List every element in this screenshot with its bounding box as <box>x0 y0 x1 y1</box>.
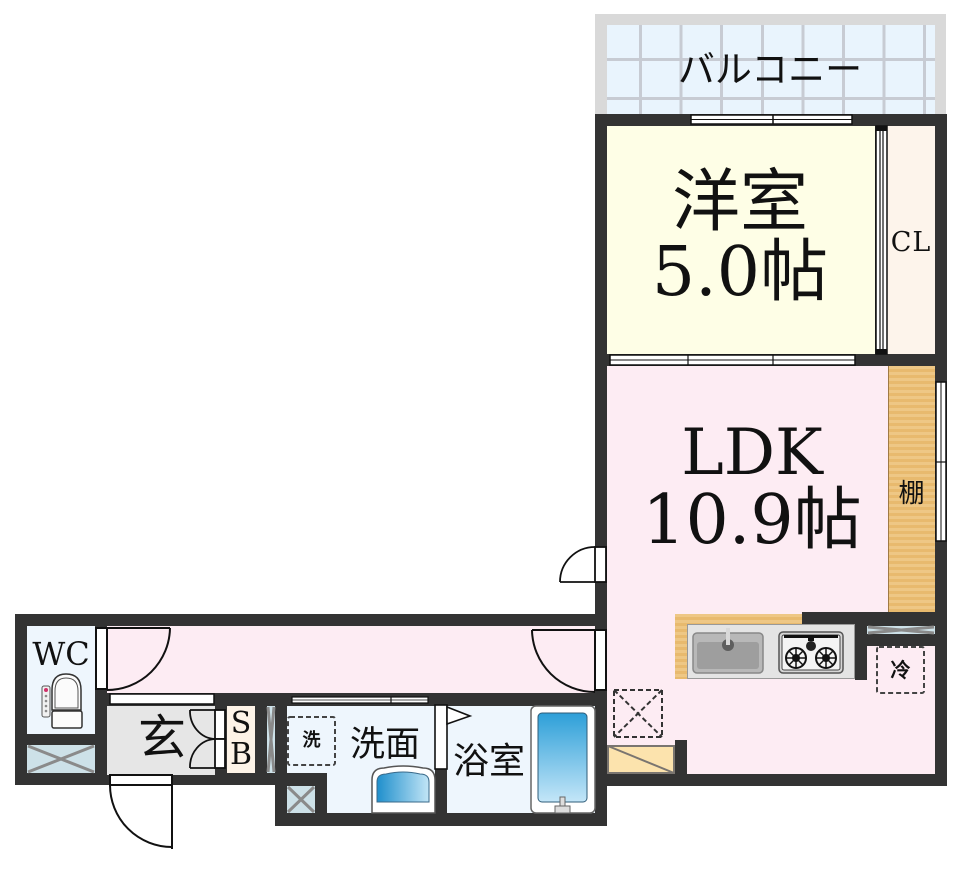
hallway-ldk-door <box>531 629 607 693</box>
balcony-label: バルコニー <box>677 48 863 91</box>
room-sliding-doors <box>609 354 856 366</box>
washer-space <box>287 716 336 766</box>
closet <box>887 126 935 354</box>
sink-icon <box>692 628 764 674</box>
washroom-upper <box>287 706 435 773</box>
wc-label: WC <box>32 635 90 673</box>
washer-label: 洗 <box>302 730 321 751</box>
wc-door <box>95 627 171 691</box>
shoe-box-doors <box>189 709 226 769</box>
wash-sliding-door <box>291 696 429 704</box>
ldk-small-door <box>559 546 607 583</box>
entrance-door <box>109 774 173 849</box>
bathtub-icon <box>530 705 596 814</box>
hallway <box>107 626 595 693</box>
ldk-corner-wall <box>675 740 687 774</box>
shoe-box-label-s: S <box>230 706 252 741</box>
toilet-icon <box>41 673 83 729</box>
entrance-step <box>109 693 215 705</box>
western-room-size: 5.0帖 <box>651 233 829 312</box>
refrigerator-space <box>876 646 925 694</box>
bath-folding-door <box>434 704 473 770</box>
entrance-label: 玄 <box>137 710 186 766</box>
balcony <box>607 25 935 114</box>
shelf-label: 棚 <box>898 479 925 509</box>
bathroom-label: 浴室 <box>452 741 525 782</box>
closet-label: CL <box>890 227 932 258</box>
shoe-box-label-b: B <box>229 737 253 772</box>
entrance-floor <box>107 706 215 775</box>
ldk-dashed-space <box>613 689 663 738</box>
stove-icon <box>778 631 844 674</box>
storage-diagonal <box>607 745 675 774</box>
wash-basin-icon <box>371 765 436 814</box>
western-room-name: 洋室 <box>671 163 808 242</box>
refrigerator-label: 冷 <box>890 658 911 682</box>
ldk-name: LDK <box>681 416 823 490</box>
ldk-side-window <box>935 381 947 542</box>
washroom-label: 洗面 <box>349 725 420 765</box>
shoe-box <box>227 706 255 773</box>
balcony-window <box>690 114 853 125</box>
ldk-size: 10.9帖 <box>642 481 862 560</box>
hatch-x-marks <box>27 625 935 814</box>
closet-sliding-door <box>875 125 888 355</box>
western-room <box>607 126 875 354</box>
kitchen-side-wall <box>855 612 867 680</box>
shelf <box>888 366 935 613</box>
